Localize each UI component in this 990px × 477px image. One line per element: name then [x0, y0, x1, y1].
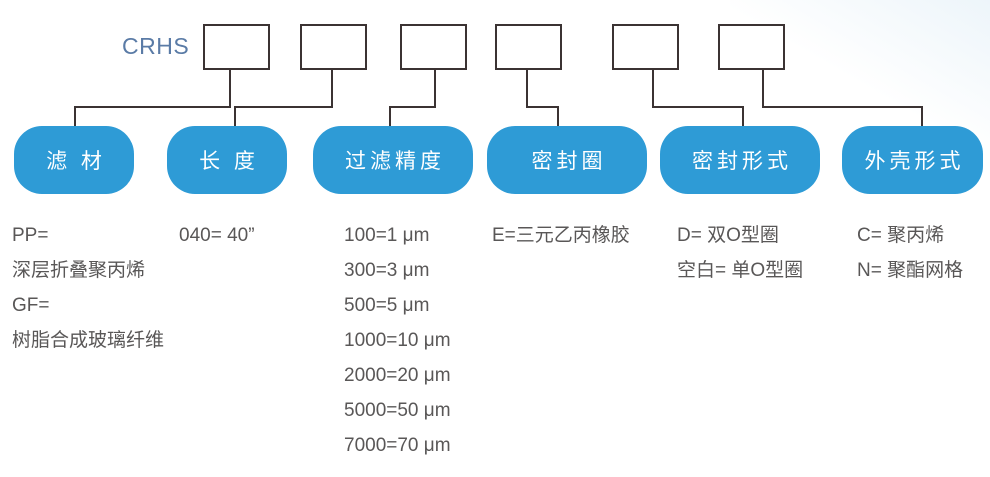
legend-row: 500=5 μm	[344, 295, 430, 316]
pill-filter-media-label: 滤 材	[46, 150, 106, 173]
legend-length: 040= 40”	[179, 221, 255, 256]
pill-seal-type: 密封形式	[660, 126, 820, 194]
legend-row: 300=3 μm	[344, 260, 430, 281]
legend-row: 5000=50 μm	[344, 400, 451, 421]
legend-row: 空白= 单O型圈	[677, 260, 804, 281]
legend-row: 100=1 μm	[344, 225, 430, 246]
pill-length: 长 度	[167, 126, 287, 194]
legend-row: 深层折叠聚丙烯	[12, 260, 146, 281]
legend-row: 7000=70 μm	[344, 435, 451, 456]
legend-row: PP=	[12, 225, 49, 246]
pill-housing-type-label: 外壳形式	[864, 150, 965, 173]
code-box-seal-ring	[495, 24, 562, 70]
pill-filtration-rating-label: 过滤精度	[345, 150, 445, 173]
legend-row: N= 聚酯网格	[857, 260, 964, 281]
code-box-housing-type	[718, 24, 785, 70]
legend-seal-ring: E=三元乙丙橡胶	[492, 221, 630, 256]
pill-seal-ring: 密封圈	[487, 126, 647, 194]
legend-filter-media: PP= 深层折叠聚丙烯 GF= 树脂合成玻璃纤维	[12, 221, 164, 361]
legend-row: E=三元乙丙橡胶	[492, 225, 630, 246]
legend-row: 040= 40”	[179, 225, 255, 246]
legend-filtration-rating: 100=1 μm 300=3 μm 500=5 μm 1000=10 μm 20…	[344, 221, 451, 466]
legend-seal-type: D= 双O型圈 空白= 单O型圈	[677, 221, 803, 291]
pill-seal-type-label: 密封形式	[692, 150, 792, 173]
pill-housing-type: 外壳形式	[842, 126, 983, 194]
legend-housing-type: C= 聚丙烯 N= 聚酯网格	[857, 221, 963, 291]
code-box-filter-media	[203, 24, 270, 70]
legend-row: D= 双O型圈	[677, 225, 779, 246]
code-box-length	[300, 24, 367, 70]
pill-length-label: 长 度	[199, 150, 259, 173]
pill-filter-media: 滤 材	[14, 126, 134, 194]
legend-row: C= 聚丙烯	[857, 225, 945, 246]
code-box-filtration-rating	[400, 24, 467, 70]
legend-row: GF=	[12, 295, 50, 316]
legend-row: 树脂合成玻璃纤维	[12, 330, 165, 351]
pill-seal-ring-label: 密封圈	[531, 150, 607, 173]
legend-row: 2000=20 μm	[344, 365, 451, 386]
legend-row: 1000=10 μm	[344, 330, 451, 351]
code-box-seal-type	[612, 24, 679, 70]
product-code-label: CRHS	[122, 33, 190, 59]
pill-filtration-rating: 过滤精度	[313, 126, 473, 194]
